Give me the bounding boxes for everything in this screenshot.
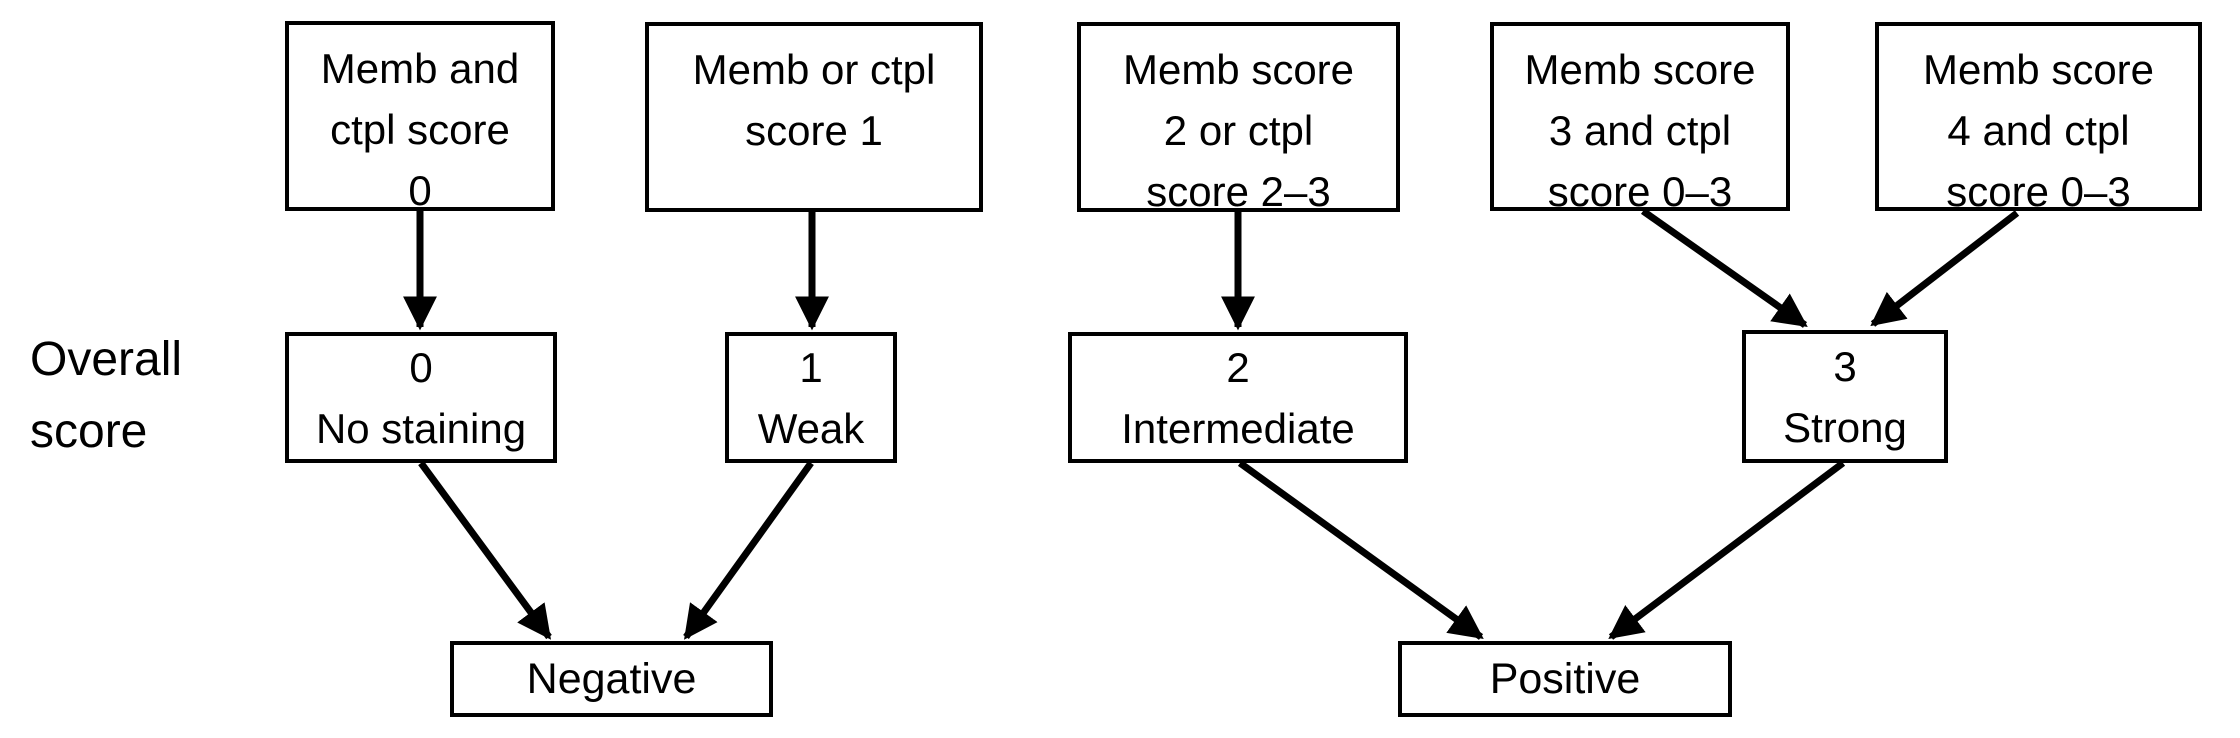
criteria-box-4: Memb score 4 and ctpl score 0–3 (1875, 22, 2202, 215)
arrow-criteria3-to-score3 (1640, 208, 1808, 328)
result-box-positive-label: Positive (1489, 654, 1641, 703)
result-box-negative-label: Negative (526, 654, 697, 703)
arrow-score0-to-negative (418, 460, 552, 640)
arrow-criteria4-to-score3 (1870, 210, 2020, 327)
arrow-score2-to-positive (1237, 460, 1484, 640)
result-box-positive: Positive (1398, 641, 1732, 717)
criteria-box-0: Memb and ctpl score 0 (285, 21, 555, 214)
criteria-box-0-line2: ctpl score (330, 106, 510, 153)
criteria-box-4-line3: score 0–3 (1946, 168, 2131, 215)
criteria-box-0-line3: 0 (408, 167, 432, 214)
arrow-score1-to-negative (683, 460, 814, 640)
score-box-3-value: 3 (1833, 342, 1857, 390)
criteria-box-2-line1: Memb score (1122, 46, 1355, 93)
score-box-2-intermediate: 2 Intermediate (1068, 332, 1408, 463)
score-box-3-label: Strong (1783, 403, 1907, 451)
score-box-1-weak: 1 Weak (725, 332, 897, 463)
overall-score-label-line1: Overall (30, 333, 183, 386)
criteria-box-2-line2: 2 or ctpl (1163, 107, 1314, 154)
score-box-1-label: Weak (757, 404, 865, 452)
score-box-0-value: 0 (409, 343, 433, 391)
criteria-box-1: Memb or ctpl score 1 (645, 22, 983, 212)
criteria-box-1-line2: score 1 (745, 107, 883, 154)
score-box-1-value: 1 (799, 343, 823, 391)
score-box-0-label: No staining (315, 404, 527, 452)
criteria-box-3: Memb score 3 and ctpl score 0–3 (1490, 22, 1790, 215)
criteria-box-0-line1: Memb and (320, 45, 520, 92)
criteria-box-2: Memb score 2 or ctpl score 2–3 (1077, 22, 1400, 215)
score-box-2-label: Intermediate (1121, 404, 1355, 452)
result-box-negative: Negative (450, 641, 773, 717)
criteria-box-3-line1: Memb score (1524, 46, 1756, 93)
overall-score-label: Overall score (30, 324, 182, 468)
criteria-box-4-line1: Memb score (1922, 46, 2155, 93)
criteria-box-1-line1: Memb or ctpl (692, 46, 936, 93)
score-box-0-no-staining: 0 No staining (285, 332, 557, 463)
criteria-box-3-line3: score 0–3 (1547, 168, 1733, 215)
score-box-3-strong: 3 Strong (1742, 330, 1948, 463)
criteria-box-4-line2: 4 and ctpl (1947, 107, 2130, 154)
arrow-score3-to-positive (1608, 460, 1846, 640)
score-box-2-value: 2 (1226, 343, 1250, 391)
criteria-box-3-line2: 3 and ctpl (1548, 107, 1732, 154)
overall-score-label-line2: score (30, 405, 148, 458)
criteria-box-2-line3: score 2–3 (1146, 168, 1331, 215)
